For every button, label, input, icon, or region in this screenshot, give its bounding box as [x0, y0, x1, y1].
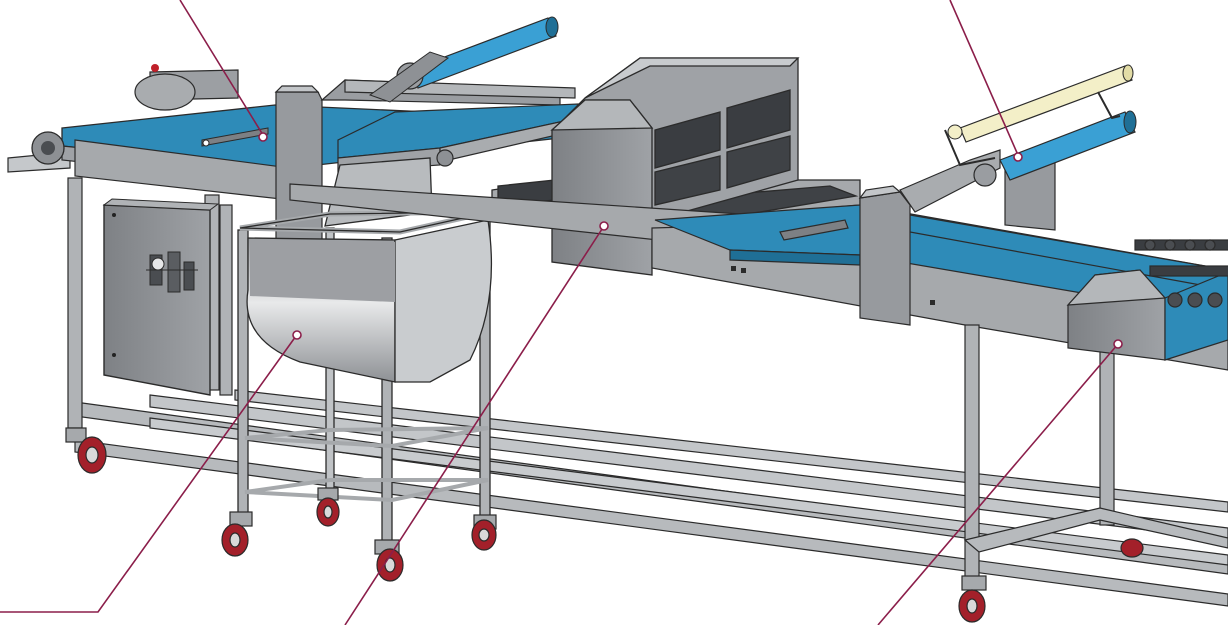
callout-sheeting-head	[344, 225, 605, 625]
caster-wheel-icon	[221, 511, 253, 557]
callout-cutting-station	[877, 343, 1119, 625]
cutting-station	[1066, 239, 1228, 361]
belt-conveyor-icon	[31, 131, 65, 165]
callout-hopper	[0, 335, 297, 613]
caster-wheel-icon	[316, 487, 340, 527]
dough-roller	[944, 64, 1137, 187]
callout-dot	[1113, 339, 1123, 349]
callout-entry-conveyor	[179, 0, 264, 136]
flour-hopper-cart	[237, 157, 493, 544]
callout-dot	[292, 330, 302, 340]
caster-wheels	[65, 427, 1144, 623]
second-roller-frame	[779, 149, 1056, 326]
callout-dot	[599, 221, 609, 231]
callout-dot	[1013, 152, 1023, 162]
callout-lines	[0, 0, 1119, 625]
callout-dot	[258, 132, 268, 142]
callout-dough-roller	[949, 0, 1019, 156]
caster-wheel-icon	[958, 575, 987, 623]
caster-wheel-icon	[1120, 538, 1144, 558]
caster-wheel-icon	[65, 427, 107, 474]
top-roller	[368, 16, 559, 103]
caster-wheel-icon	[471, 514, 497, 551]
pneumatic-filter-icon	[146, 251, 198, 293]
caster-wheel-icon	[374, 539, 404, 582]
callout-dots	[258, 132, 1123, 349]
cutter-icon	[1134, 239, 1228, 308]
hopper-icon	[246, 219, 493, 383]
control-cabinet	[102, 198, 220, 396]
roller-icon	[947, 64, 1134, 143]
roller-head-icon	[654, 89, 791, 206]
